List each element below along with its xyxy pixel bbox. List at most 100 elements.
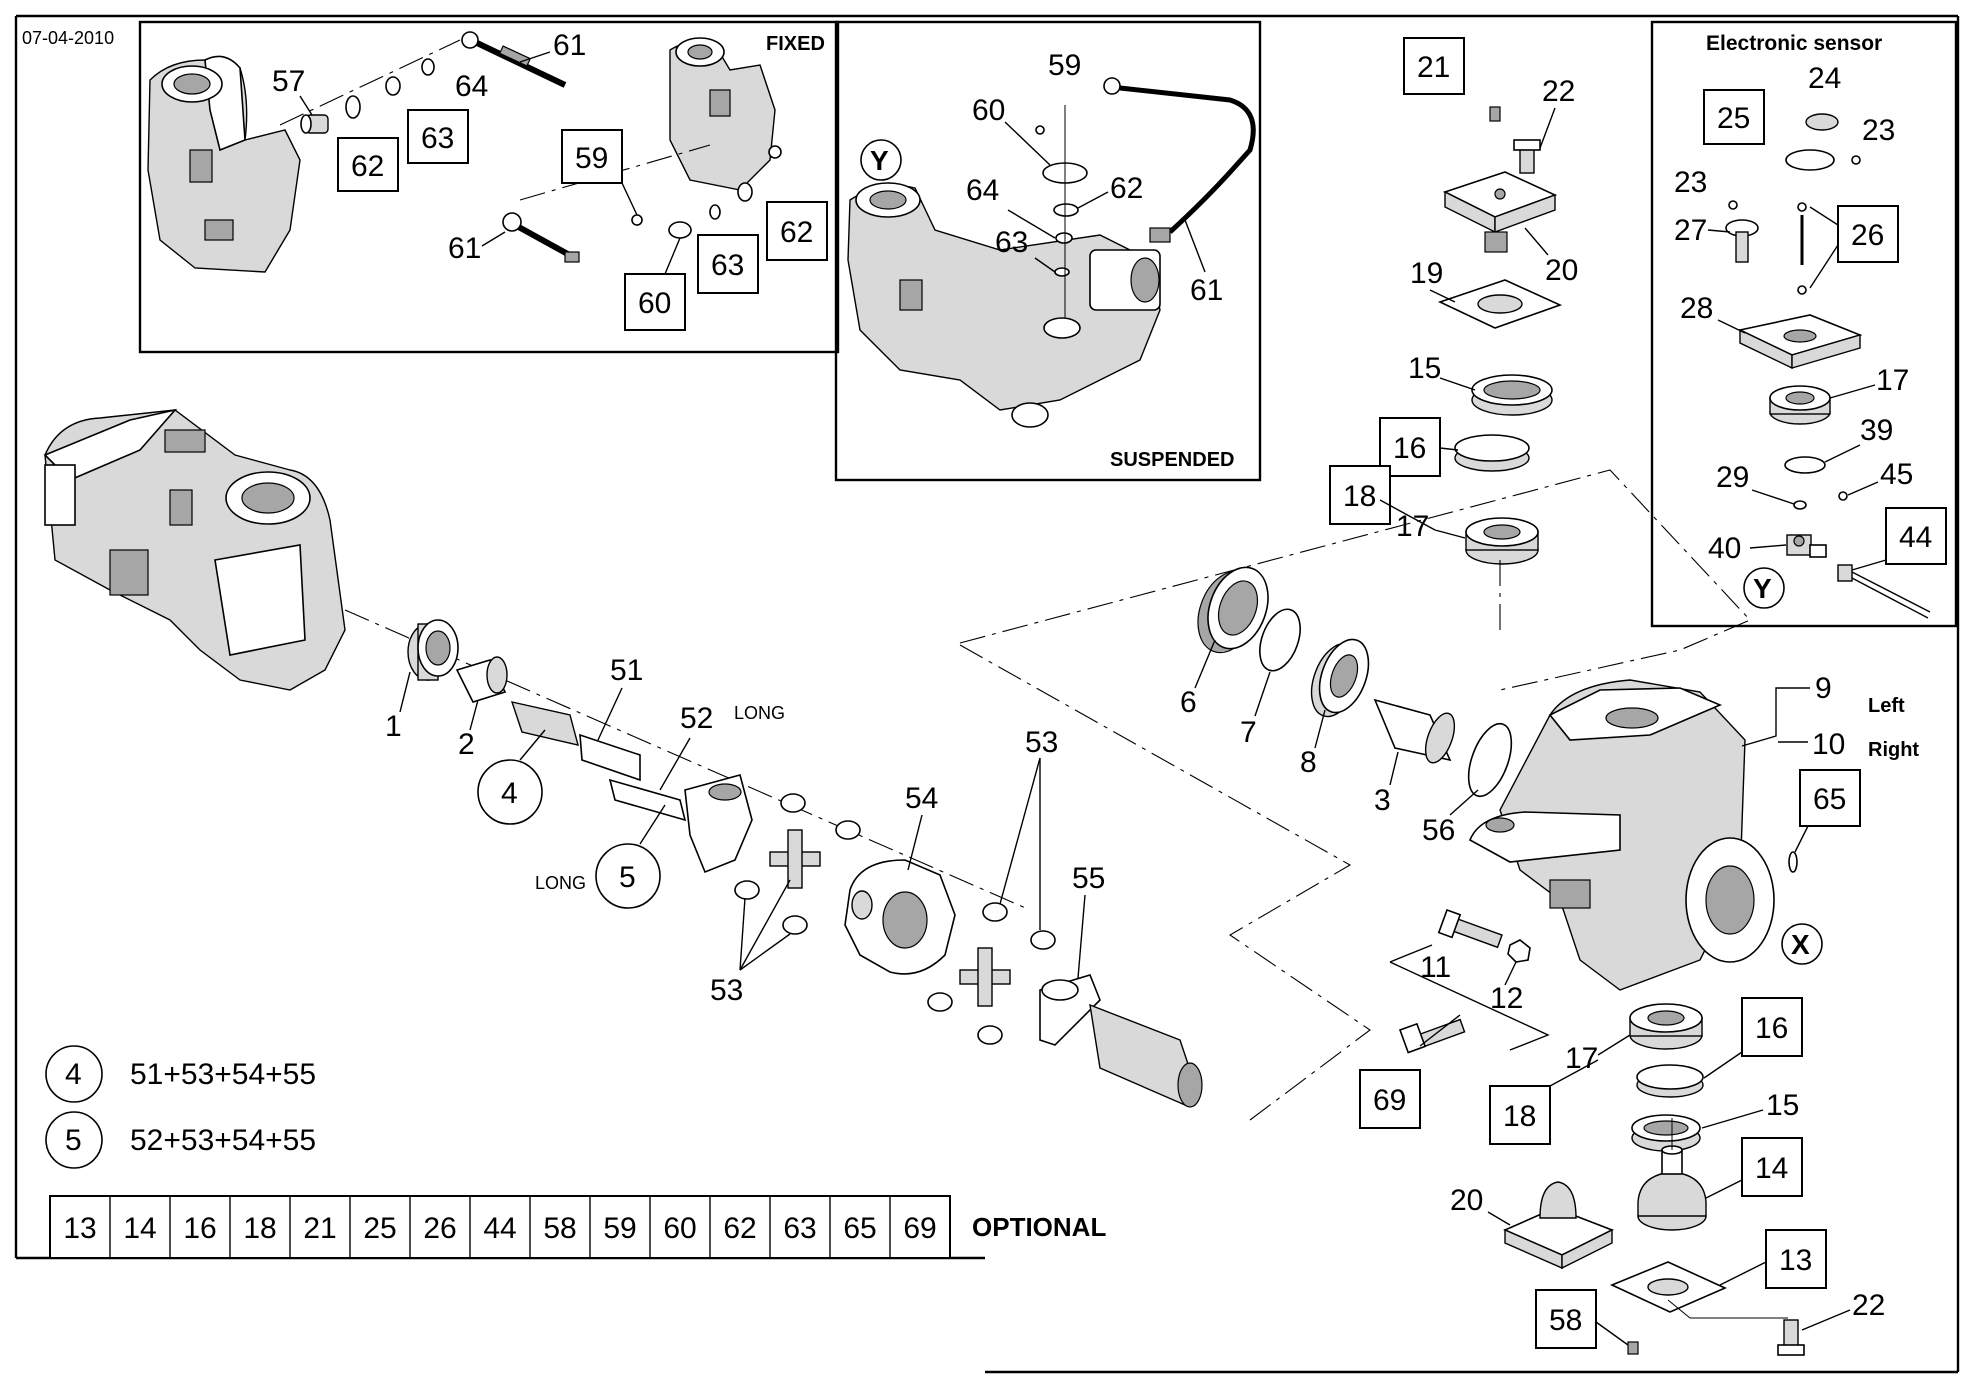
callout-box-44 [1885, 507, 1947, 565]
plate-60-a [668, 221, 692, 239]
leader-69 [1419, 1014, 1461, 1047]
o-ring-63-b [709, 204, 721, 220]
callout-63-suspended: 63 [995, 226, 1028, 259]
screw-65 [1788, 851, 1798, 873]
view-marker-y-suspended [860, 139, 902, 181]
callout-25: 25 [1717, 102, 1750, 135]
callout-64-fixed: 64 [455, 70, 488, 103]
leader-15-bottom [1701, 1109, 1764, 1129]
callout-63-fixed-b: 63 [711, 249, 744, 282]
bearing-17-top [1465, 517, 1539, 565]
side-left-label: Left [1868, 695, 1905, 717]
view-marker-y-suspended-label: Y [870, 145, 889, 176]
leader-65 [1794, 825, 1809, 853]
shaft-52 [608, 778, 687, 822]
o-ring-64-b [1055, 232, 1073, 244]
seal-6 [1197, 566, 1269, 654]
callout-17-sensor: 17 [1876, 364, 1909, 397]
leader-27 [1707, 229, 1731, 233]
callout-60-fixed: 60 [638, 287, 671, 320]
kit-legend-id-4: 4 [65, 1058, 82, 1091]
view-marker-x-label: X [1791, 929, 1810, 960]
leader-60-fixed [664, 237, 681, 275]
callout-10: 10 [1812, 728, 1845, 761]
part-25-plate [1785, 149, 1835, 171]
callout-54: 54 [905, 782, 938, 815]
callout-20-top: 20 [1545, 254, 1578, 287]
callout-55: 55 [1072, 862, 1105, 895]
circlip-56 [1467, 722, 1513, 798]
o-ring-62-a [345, 95, 361, 119]
leader-22-bottom [1801, 1309, 1851, 1331]
sensor-57 [300, 114, 329, 134]
grease-nipple-21 [1489, 106, 1501, 122]
seal-15-bottom [1631, 1114, 1701, 1152]
ring-16-top [1454, 434, 1530, 472]
leader-61-fixed-bottom [481, 231, 506, 247]
grease-nipple-58 [1627, 1341, 1639, 1355]
inset-fixed-frame [138, 20, 840, 354]
leader-39 [1824, 444, 1861, 463]
inset-suspended-title: SUSPENDED [1110, 449, 1234, 471]
leader-55 [1077, 894, 1086, 979]
ring-16-bottom [1636, 1064, 1704, 1098]
optional-part-cell: 16 [183, 1212, 216, 1245]
leader-18-17-top [1379, 499, 1436, 531]
callout-62-suspended: 62 [1110, 172, 1143, 205]
stub-shaft-55 [1039, 974, 1203, 1108]
callout-24: 24 [1808, 62, 1841, 95]
axle-housing-suspended [847, 182, 1161, 428]
callout-18-top: 18 [1343, 480, 1376, 513]
view-marker-y-sensor-label: Y [1753, 573, 1772, 604]
optional-part-cell: 44 [483, 1212, 516, 1245]
callout-26: 26 [1851, 219, 1884, 252]
callout-11: 11 [1420, 951, 1451, 984]
double-joint-housing-54 [844, 859, 956, 975]
callout-65: 65 [1813, 783, 1846, 816]
callout-8: 8 [1300, 746, 1317, 779]
callout-62-fixed: 62 [351, 150, 384, 183]
kit-legend-marker-5 [45, 1111, 103, 1169]
cross-joint-a [769, 829, 821, 889]
callout-58: 58 [1549, 1304, 1582, 1337]
optional-part-cell: 26 [423, 1212, 456, 1245]
callout-box-18-top [1329, 465, 1391, 525]
callout-69: 69 [1373, 1084, 1406, 1117]
cover-20-bottom [1503, 1181, 1614, 1270]
callout-23-left: 23 [1674, 166, 1707, 199]
screw-45 [1838, 491, 1848, 501]
steering-knuckle [1468, 679, 1775, 991]
callout-box-60-fixed [624, 273, 686, 331]
date-stamp: 07-04-2010 [22, 28, 114, 48]
leader-45 [1847, 481, 1879, 496]
leader-13 [1719, 1261, 1767, 1286]
long-label-top: LONG [734, 703, 785, 723]
leader-40 [1749, 544, 1787, 549]
sensor-27 [1725, 219, 1759, 263]
connector-44 [1837, 564, 1931, 619]
callout-45: 45 [1880, 458, 1913, 491]
o-ring-62-c [1053, 203, 1079, 217]
leader-60-suspended [1004, 121, 1051, 166]
o-ring-63-a [385, 76, 401, 96]
bearing-1 [407, 619, 459, 681]
tie-rod-61-suspended [1103, 77, 1256, 243]
leader-62-suspended [1077, 191, 1109, 209]
leader-58 [1595, 1321, 1629, 1346]
optional-part-cell: 14 [123, 1212, 156, 1245]
callout-15-bottom: 15 [1766, 1089, 1799, 1122]
callout-14: 14 [1755, 1152, 1788, 1185]
ring-7 [1259, 608, 1301, 672]
kingpin-14 [1637, 1145, 1707, 1231]
callout-53-bottom: 53 [710, 974, 743, 1007]
cross-joint-b [959, 947, 1011, 1007]
optional-part-cell: 65 [843, 1212, 876, 1245]
bolt-11 [1437, 908, 1503, 949]
explosion-guide-b [959, 644, 1371, 1121]
callout-box-26 [1837, 205, 1899, 263]
callout-12: 12 [1490, 982, 1523, 1015]
callout-61-fixed-top: 61 [553, 29, 586, 62]
callout-22-top: 22 [1542, 75, 1575, 108]
optional-part-cell: 59 [603, 1212, 636, 1245]
shaft-51 [510, 701, 641, 782]
